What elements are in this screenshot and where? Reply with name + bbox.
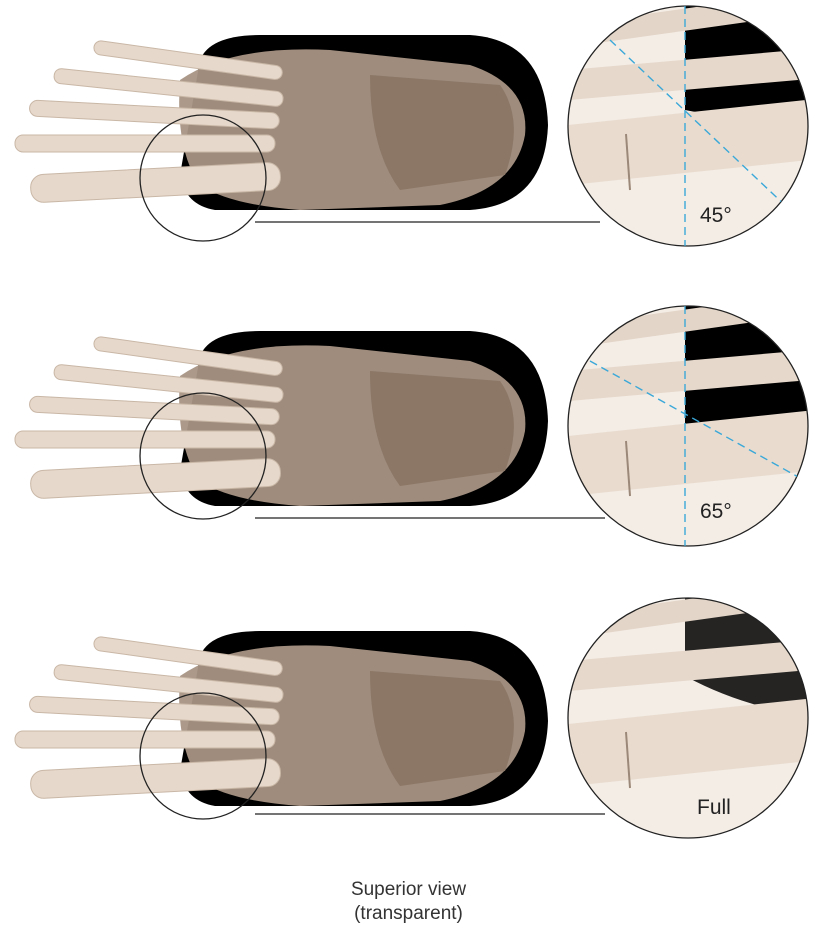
magnified-view [568, 0, 817, 246]
caption-line-2: (transparent) [0, 902, 817, 926]
foot-skeleton-illustration [15, 631, 548, 806]
caption-line-1: Superior view [0, 878, 817, 902]
calcaneus [370, 371, 514, 486]
foot-skeleton-illustration [15, 331, 548, 506]
toe-bones [15, 636, 284, 799]
foot-panel-1: 45° [0, 0, 817, 270]
caption: Superior view (transparent) [0, 878, 817, 926]
foot-panel-3: Full [0, 596, 817, 866]
angle-label: Full [697, 796, 731, 819]
foot-panel-2: 65° [0, 296, 817, 566]
calcaneus [370, 75, 514, 190]
magnified-view [568, 596, 817, 838]
foot-skeleton-illustration [15, 35, 548, 210]
angle-label: 65° [700, 500, 732, 523]
magnified-view [568, 296, 817, 546]
toe-bones [15, 40, 284, 203]
angle-label: 45° [700, 204, 732, 227]
toe-bones [15, 336, 284, 499]
calcaneus [370, 671, 514, 786]
